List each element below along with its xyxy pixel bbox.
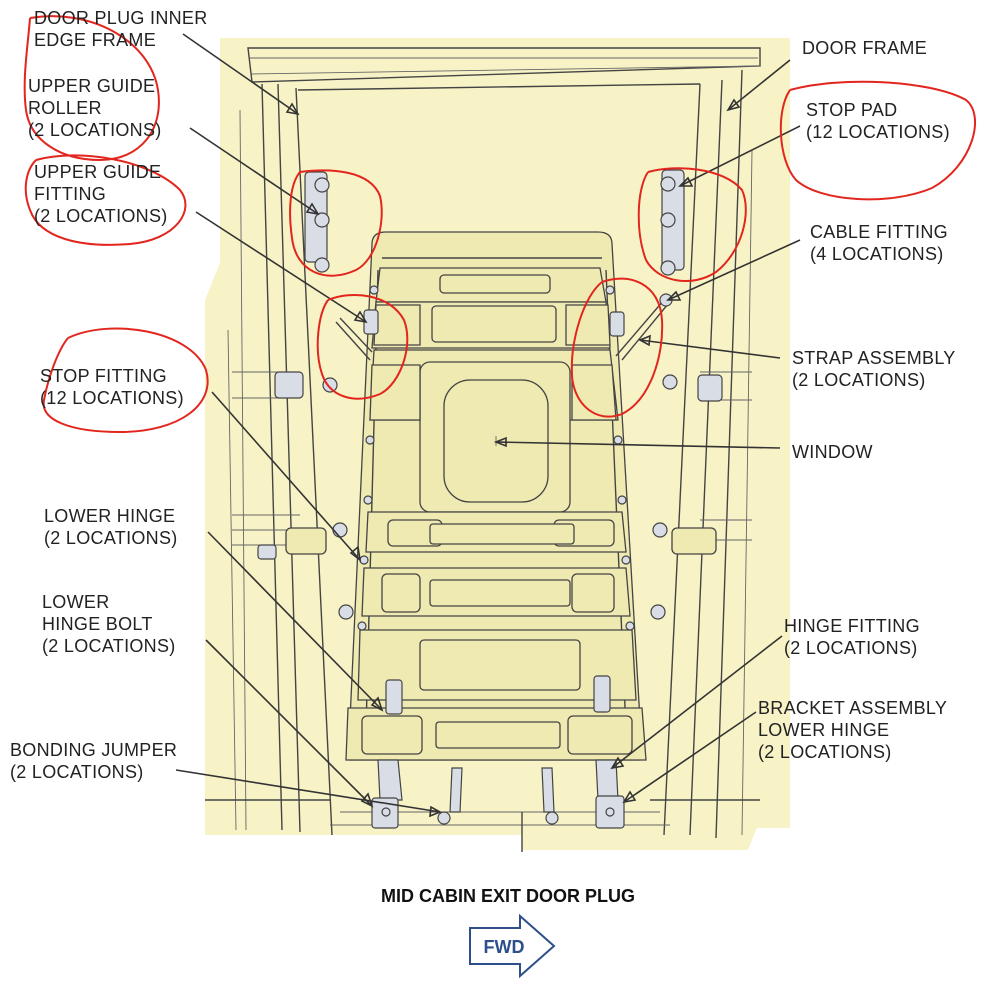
labels: DOOR PLUG INNER EDGE FRAME UPPER GUIDE R…	[10, 8, 961, 906]
annotation-circle	[779, 80, 976, 201]
annotation-circle	[42, 327, 209, 434]
label-window: WINDOW	[792, 442, 873, 462]
label-bonding-jumper: BONDING JUMPER (2 LOCATIONS)	[10, 740, 183, 782]
label-bracket-assembly-lower-hinge: BRACKET ASSEMBLY LOWER HINGE (2 LOCATION…	[758, 698, 952, 762]
label-lower-hinge-bolt: LOWER HINGE BOLT (2 LOCATIONS)	[42, 592, 176, 656]
label-stop-fitting: STOP FITTING (12 LOCATIONS)	[40, 366, 184, 408]
upper-guide-fitting-right	[660, 169, 685, 276]
label-upper-guide-fitting: UPPER GUIDE FITTING (2 LOCATIONS)	[34, 162, 168, 226]
arrowhead	[285, 102, 300, 116]
label-upper-guide-roller: UPPER GUIDE ROLLER (2 LOCATIONS)	[28, 76, 162, 140]
door-plug	[345, 231, 647, 761]
label-stop-pad: STOP PAD (12 LOCATIONS)	[806, 100, 950, 142]
stop-fittings	[257, 371, 723, 620]
annotation-circle	[637, 167, 747, 283]
strap-assemblies	[335, 293, 673, 361]
frame-fittings	[257, 169, 723, 620]
label-strap-assembly: STRAP ASSEMBLY (2 LOCATIONS)	[792, 348, 961, 390]
lower-hinges	[371, 675, 625, 829]
annotation-circle	[289, 169, 383, 277]
label-cable-fitting: CABLE FITTING (4 LOCATIONS)	[810, 222, 953, 264]
lower-hinge-left	[371, 679, 403, 829]
diagram-caption: MID CABIN EXIT DOOR PLUG	[381, 886, 635, 906]
annotation-circle	[316, 293, 409, 400]
fwd-arrow: FWD	[469, 913, 556, 979]
lower-hinge-right	[593, 675, 625, 829]
annotation-circle	[570, 277, 664, 418]
red-annotation-circles	[23, 15, 976, 434]
label-door-frame: DOOR FRAME	[802, 38, 927, 58]
bonding-jumpers	[437, 767, 559, 825]
annotation-circle	[24, 154, 187, 246]
label-lower-hinge: LOWER HINGE (2 LOCATIONS)	[44, 506, 181, 548]
label-hinge-fitting: HINGE FITTING (2 LOCATIONS)	[784, 616, 925, 658]
label-door-plug-inner-edge-frame: DOOR PLUG INNER EDGE FRAME	[34, 8, 213, 50]
leader-lines	[175, 33, 801, 818]
upper-guide-fitting-left	[304, 171, 330, 273]
fwd-arrow-label: FWD	[484, 937, 525, 957]
